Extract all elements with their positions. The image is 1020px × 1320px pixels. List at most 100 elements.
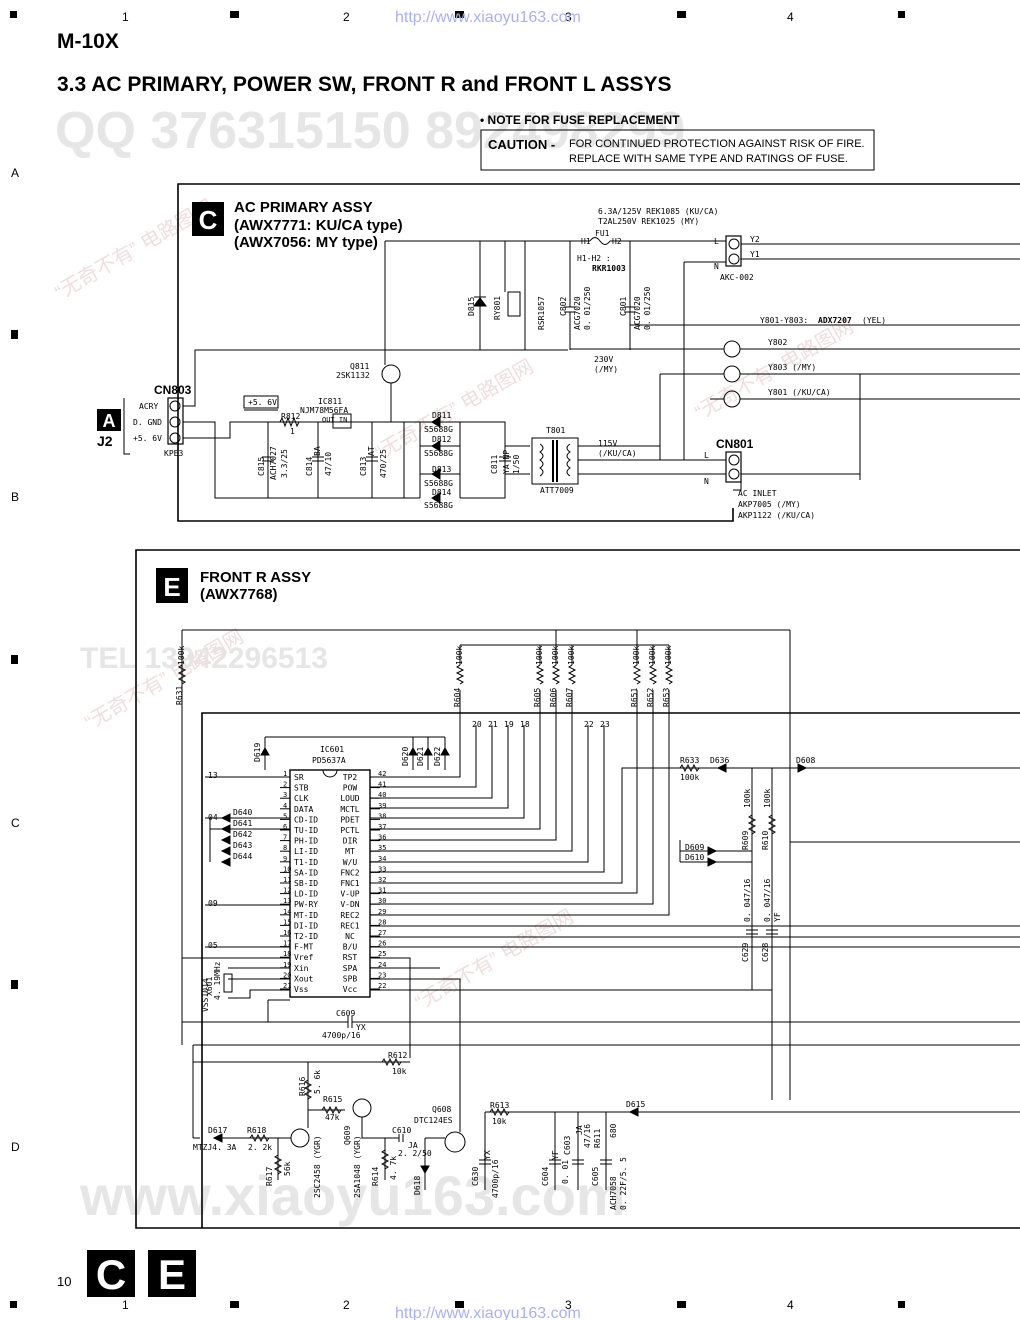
ic601-right-pin-name: NC [345,932,355,941]
grid-tick [677,11,686,18]
label-r607-val: 100k [567,646,576,665]
label-c605: C605 [591,1167,600,1186]
label-r631: R631 [175,686,184,705]
label-pin-56v: +5. 6V [133,434,162,443]
label-r611: R611 [593,1129,602,1148]
resistor-r633 [679,763,700,773]
label-r610-val: 100k [763,789,772,808]
watermark-tel: TEL 13942296513 [80,642,328,675]
diode-d608 [797,763,808,773]
label-y-note: Y801-Y803: [760,316,808,325]
ic601-left-pin-number: 19 [283,961,291,969]
ic601-left-pin-name: Vref [294,953,313,962]
label-r607: R607 [565,688,574,707]
label-ry801: RY801 [493,296,502,320]
ac-primary-subtitle-1: (AWX7771: KU/CA type) [234,217,403,234]
crystal-x601 [223,973,233,993]
resistor-r653 [664,664,674,685]
resistor-r604 [455,664,465,685]
ic601-left-pin-name: LD-ID [294,890,318,899]
label-r652: R652 [646,688,655,707]
ic601-left-pin-name: DATA [294,805,313,814]
j2-tag: A J2 [97,409,121,449]
label-r615: R615 [323,1095,342,1104]
label-ic601-part: PD5637A [312,756,346,765]
label-c813: C813 [359,457,368,476]
corner-mark [10,11,17,18]
label-q609: Q609 [343,1126,352,1145]
label-h2: H2 [612,237,622,246]
ic601-right-pin-number: 27 [378,929,386,937]
label-x601: X601 [205,977,214,996]
wire [370,725,525,819]
relay-ry801 [507,291,521,317]
label-q608: Q608 [432,1105,451,1114]
label-r605-val: 100k [535,646,544,665]
label-c801: C801 [619,297,628,316]
label-c630-val: 4700p/16 [491,1159,500,1198]
label-c802: C802 [559,297,568,316]
label-r610: R610 [761,831,770,850]
connector-cn801 [725,451,742,483]
ic601-right-pin-name: SPB [343,974,358,983]
grid-col-4: 4 [787,10,794,24]
ic601-right-pin-name: REC1 [340,921,359,930]
label-y2: Y2 [750,235,760,244]
ic601-left-pin-number: 12 [283,887,291,895]
resistor-r652 [648,664,658,685]
label-d814: D814 [432,488,451,497]
resistor-r617 [273,1154,283,1175]
ic601-right-pin-number: 39 [378,802,386,810]
label-c815: C815 [257,457,266,476]
grid-row-a: A [11,166,19,180]
label-ry801-part: RSR1057 [537,296,546,330]
wire [361,1117,385,1139]
wire [370,725,589,863]
connector-pin [169,400,181,412]
label-q608-part: DTC124ES [414,1116,453,1125]
label-r652-val: 100k [648,646,657,665]
rail-tag [243,395,279,409]
label-d813-part: S5688G [424,479,453,488]
model-name: M-10X [57,30,119,53]
front-r-part-labels: IC601 PD5637A 13 04 09 05 D640 D641 D642… [193,720,815,1158]
front-r-title: FRONT R ASSY [200,569,311,586]
label-r611-val: 680 [609,1123,618,1138]
diode-d610 [707,857,718,867]
ic601-left-pin-name: CLK [294,794,309,803]
front-r-border [135,549,1020,1229]
connector-pin [169,416,181,428]
wire [183,421,460,439]
ic601-left-pin-number: 9 [283,855,287,863]
grid-col-4-bottom: 4 [787,1298,794,1312]
label-c604-val: 0. 01 [561,1160,570,1184]
ic601-right-pin-number: 22 [378,982,386,990]
label-n13: 13 [208,771,218,780]
label-c604-suffix: YF [551,1150,560,1160]
ic601-left-pin-name: T1-ID [294,858,318,867]
ic601-left-pin-name: Vss [294,985,309,994]
label-d814-part: S5688G [424,501,453,510]
label-d642: D642 [233,830,252,839]
caution-label: CAUTION - [488,137,555,152]
assy-tag-e [156,568,188,603]
diode-d617 [212,1133,223,1143]
label-ic811: IC811 [318,397,342,406]
grid-tick [898,11,905,18]
grid-col-2: 2 [343,10,350,24]
ic601-left-pin-number: 6 [283,823,287,831]
ic601-left-pin-number: 13 [283,897,291,905]
ic601-right-pin-name: MT [345,847,355,856]
diode-d619 [260,746,270,756]
diode-d620 [408,746,418,756]
ic601-right-pin-number: 26 [378,940,386,948]
label-c815-val: 3.3/25 [280,449,289,478]
ic601-right-pin-name: PCTL [340,826,359,835]
ic601-right-pin-number: 33 [378,865,386,873]
label-c811-suffix: YA NP [502,450,511,474]
grid-tick [455,11,464,18]
ic601-right-pin-name: FNC1 [340,879,359,888]
ic601-right-pin-number: 29 [378,908,386,916]
wire [370,767,790,884]
label-r633-val: 100k [680,773,699,782]
